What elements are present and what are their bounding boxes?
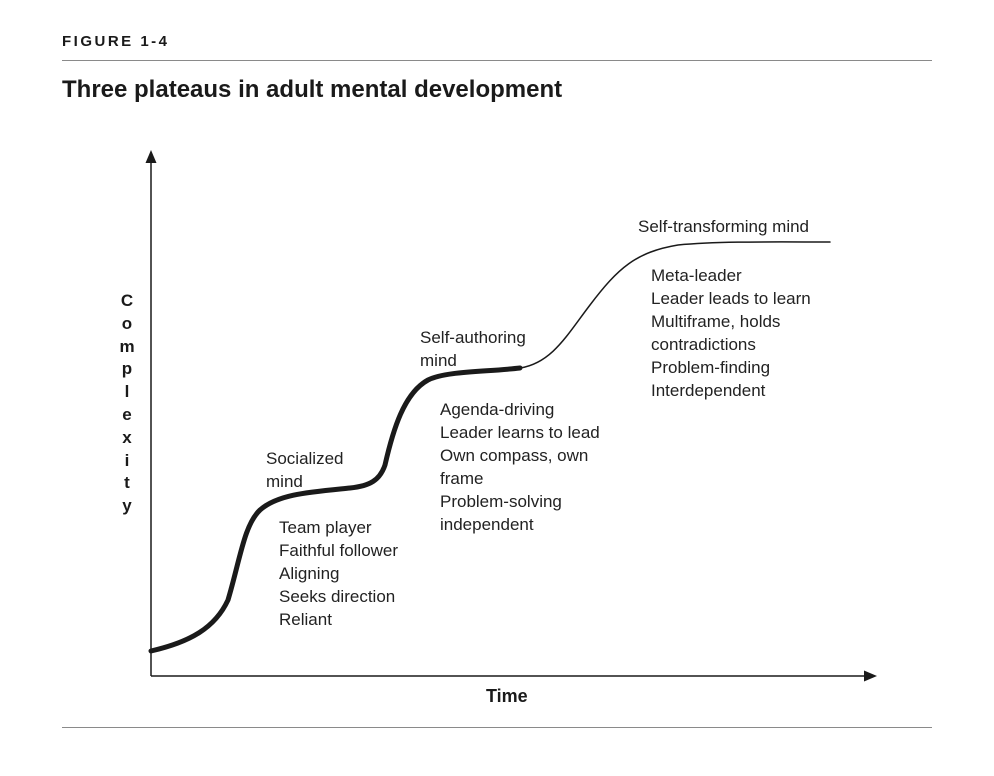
stage-name-line: mind	[266, 472, 303, 491]
trait-item: Interdependent	[651, 381, 766, 400]
stage-socialized-label: Socialized mind	[266, 447, 344, 493]
trait-item: Agenda-driving	[440, 400, 555, 419]
stage-self-transforming-traits: Meta-leader Leader leads to learn Multif…	[651, 264, 811, 402]
trait-item: Aligning	[279, 564, 340, 583]
stage-socialized-traits: Team player Faithful follower Aligning S…	[279, 516, 398, 631]
trait-item: Reliant	[279, 610, 332, 629]
y-axis-label-letter: y	[122, 496, 132, 516]
y-axis-label-letter: l	[124, 382, 130, 402]
y-axis-label-letter: e	[122, 404, 132, 424]
trait-item: Problem-solving	[440, 492, 562, 511]
trait-item: Multiframe, holds	[651, 312, 781, 331]
trait-item: Leader learns to lead	[440, 423, 600, 442]
trait-item: contradictions	[651, 335, 756, 354]
figure-title: Three plateaus in adult mental developme…	[62, 76, 563, 103]
stage-name-line: Socialized	[266, 449, 344, 468]
y-axis-label-letter: i	[124, 450, 130, 470]
development-curve-thin	[519, 241, 831, 369]
y-axis-label-letter: m	[119, 336, 135, 356]
trait-item: Meta-leader	[651, 266, 742, 285]
stage-name-line: Self-authoring	[420, 328, 526, 347]
trait-item: frame	[440, 469, 484, 488]
trait-item: independent	[440, 515, 534, 534]
trait-item: Leader leads to learn	[651, 289, 811, 308]
y-axis-label-letter: t	[124, 473, 130, 493]
trait-item: Own compass, own	[440, 446, 589, 465]
y-axis-label-letter: p	[121, 359, 133, 379]
bottom-rule	[62, 727, 932, 728]
x-axis-label: Time	[486, 686, 528, 706]
top-rule	[62, 60, 932, 61]
trait-item: Problem-finding	[651, 358, 771, 377]
stage-name-line: mind	[420, 351, 457, 370]
figure-label: FIGURE 1-4	[62, 33, 170, 50]
development-curve-thick	[148, 365, 523, 654]
trait-item: Team player	[279, 518, 372, 537]
y-axis-arrow	[145, 150, 157, 163]
x-axis-arrow	[864, 670, 877, 682]
trait-item: Seeks direction	[279, 587, 396, 606]
stage-self-authoring-label: Self-authoring mind	[420, 326, 526, 372]
trait-item: Faithful follower	[279, 541, 399, 560]
stage-self-transforming-label: Self-transforming mind	[638, 215, 809, 238]
y-axis-label-letter: x	[122, 427, 132, 447]
stage-self-authoring-traits: Agenda-driving Leader learns to lead Own…	[440, 398, 600, 536]
y-axis-label-letter: o	[121, 313, 133, 333]
stage-name-line: Self-transforming mind	[638, 217, 810, 236]
y-axis-label-letter: C	[120, 291, 134, 310]
